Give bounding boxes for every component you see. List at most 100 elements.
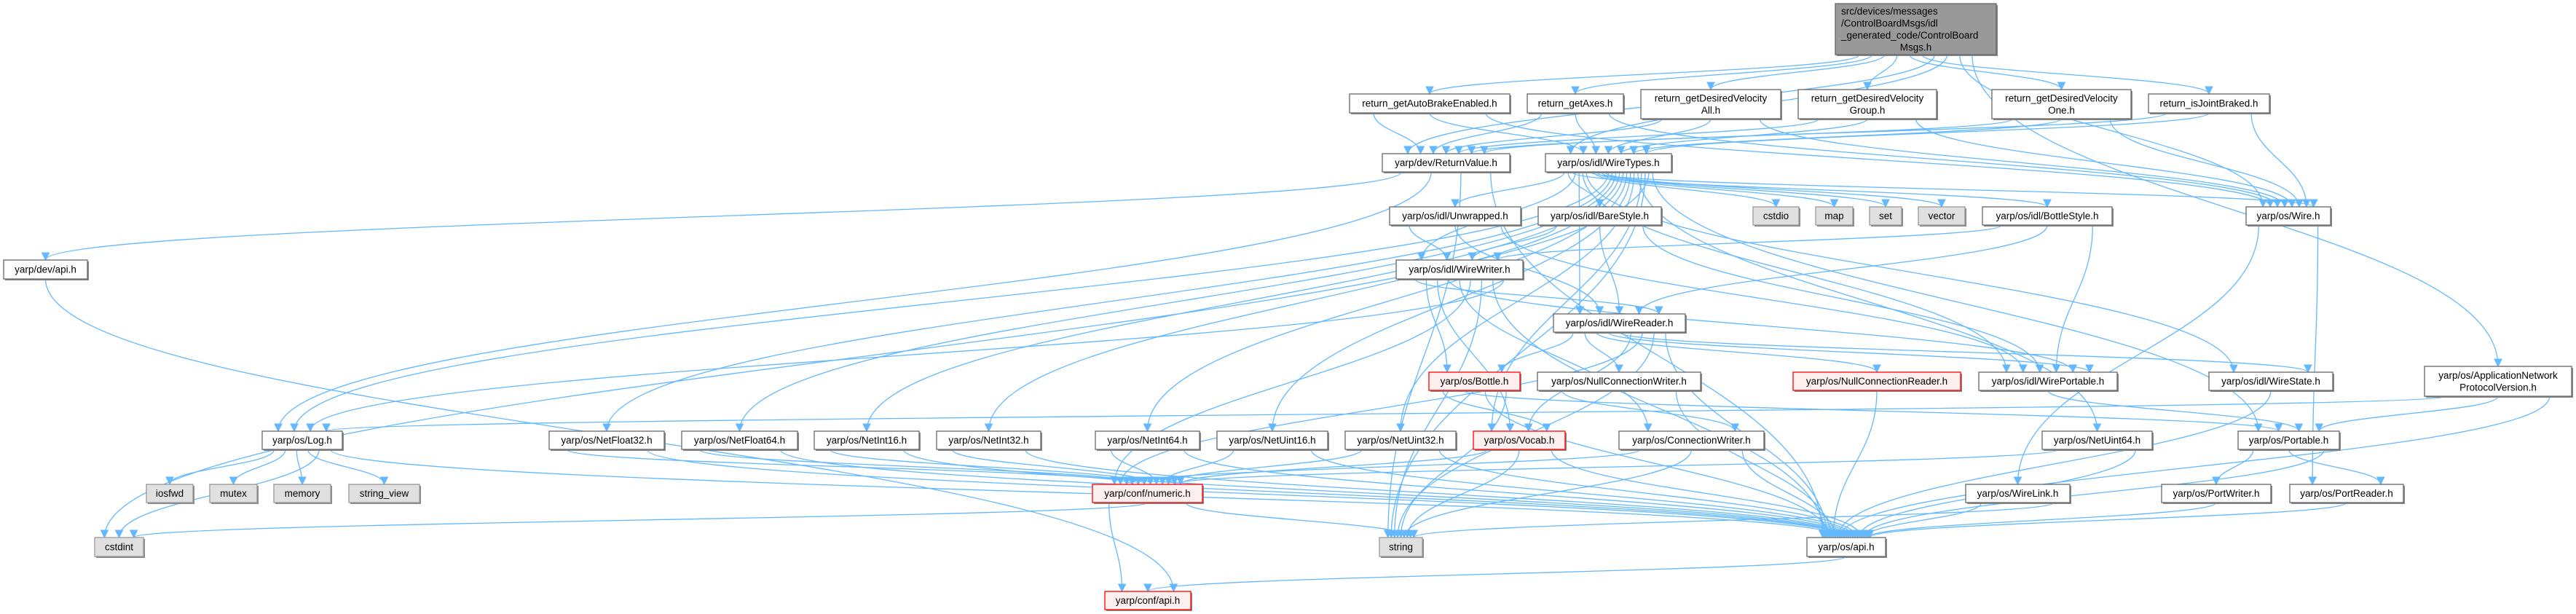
node-osapi[interactable]: yarp/os/api.h: [1806, 537, 1887, 558]
node-root[interactable]: src/devices/messages/ControlBoardMsgs/id…: [1835, 3, 1998, 56]
dependency-edge-netint64-to-osapi: [1183, 449, 1857, 539]
node-confapi[interactable]: yarp/conf/api.h: [1104, 591, 1192, 611]
node-box: [261, 430, 343, 450]
node-connwriter[interactable]: yarp/os/ConnectionWriter.h: [1618, 430, 1765, 451]
node-iosfwd: iosfwd: [146, 484, 194, 504]
dependency-edge-returnvalue-to-string: [1383, 171, 1462, 539]
node-label: string: [1389, 542, 1413, 553]
node-devapi[interactable]: yarp/dev/api.h: [3, 259, 89, 280]
node-netfloat64[interactable]: yarp/os/NetFloat64.h: [681, 430, 799, 451]
node-box: [2245, 206, 2331, 226]
node-returnvalue[interactable]: yarp/dev/ReturnValue.h: [1382, 153, 1511, 173]
node-box: [94, 537, 144, 557]
node-wirewriter[interactable]: yarp/os/idl/WireWriter.h: [1395, 259, 1524, 280]
node-barestyle[interactable]: yarp/os/idl/BareStyle.h: [1537, 206, 1663, 227]
node-netfloat32[interactable]: yarp/os/NetFloat32.h: [548, 430, 666, 451]
dependency-edge-netint16-to-numeric: [829, 449, 1149, 486]
dependency-edge-returnvalue-to-log: [274, 171, 1432, 433]
node-numeric[interactable]: yarp/conf/numeric.h: [1092, 484, 1204, 504]
dependency-edge-barestyle-to-wirereader: [1599, 224, 1624, 315]
node-vector: vector: [1918, 206, 1966, 227]
node-label: All.h: [1701, 105, 1720, 116]
node-unwrapped[interactable]: yarp/os/idl/Unwrapped.h: [1389, 206, 1522, 227]
node-label: yarp/os/Vocab.h: [1484, 435, 1555, 446]
node-label: cstdio: [1763, 210, 1789, 221]
node-label: Msgs.h: [1900, 42, 1932, 52]
node-netint16[interactable]: yarp/os/NetInt16.h: [814, 430, 921, 451]
node-label: yarp/os/NetInt64.h: [1107, 435, 1187, 446]
node-label: src/devices/messages: [1841, 6, 1938, 17]
node-label: vector: [1929, 210, 1955, 221]
node-label: /ControlBoardMsgs/idl: [1841, 17, 1938, 28]
node-box: [1991, 89, 2132, 119]
node-box: [2424, 366, 2572, 397]
node-label: yarp/os/NetUint64.h: [2054, 435, 2140, 446]
node-box: [681, 430, 798, 450]
node-label: string_view: [360, 488, 409, 499]
node-box: [1545, 153, 1672, 173]
node-portable[interactable]: yarp/os/Portable.h: [2237, 430, 2341, 451]
node-box: [1835, 3, 1997, 55]
node-netuint64[interactable]: yarp/os/NetUint64.h: [2041, 430, 2154, 451]
node-wiretypes[interactable]: yarp/os/idl/WireTypes.h: [1545, 153, 1673, 173]
node-label: yarp/os/Bottle.h: [1441, 376, 1509, 387]
node-cstdio: cstdio: [1752, 206, 1800, 227]
node-wirestate[interactable]: yarp/os/idl/WireState.h: [2208, 371, 2334, 392]
node-getaxes[interactable]: return_getAxes.h: [1527, 93, 1625, 114]
node-label: yarp/os/idl/Unwrapped.h: [1402, 210, 1508, 221]
node-label: yarp/os/idl/BottleStyle.h: [1996, 210, 2098, 221]
node-wirelink[interactable]: yarp/os/WireLink.h: [1965, 484, 2071, 504]
node-label: return_getDesiredVelocity: [2005, 93, 2118, 103]
node-autobrake[interactable]: return_getAutoBrakeEnabled.h: [1349, 93, 1511, 114]
dependency-edge-barestyle-to-wireportable: [1642, 224, 2044, 374]
dependency-edge-wiretypes-to-cstdint: [100, 171, 1650, 539]
node-box: [936, 430, 1041, 450]
node-appnet[interactable]: yarp/os/ApplicationNetworkProtocolVersio…: [2424, 366, 2573, 398]
node-mutex: mutex: [209, 484, 259, 504]
dependency-edge-wiretypes-to-netint32: [984, 171, 1624, 433]
node-wire[interactable]: yarp/os/Wire.h: [2245, 206, 2332, 227]
node-netuint16[interactable]: yarp/os/NetUint16.h: [1216, 430, 1329, 451]
node-bottlestyle[interactable]: yarp/os/idl/BottleStyle.h: [1982, 206, 2114, 227]
node-vocab[interactable]: yarp/os/Vocab.h: [1473, 430, 1567, 451]
node-netint64[interactable]: yarp/os/NetInt64.h: [1095, 430, 1201, 451]
node-isjoint[interactable]: return_isJointBraked.h: [2148, 93, 2271, 114]
dependency-edge-wiretypes-to-wirestate: [1586, 171, 2238, 374]
node-portwriter[interactable]: yarp/os/PortWriter.h: [2161, 484, 2272, 504]
dependency-edge-log-to-string_view: [307, 449, 389, 486]
node-box: [1965, 484, 2071, 503]
dependency-edge-netfloat32-to-osapi: [646, 449, 1848, 539]
node-box: [1553, 313, 1686, 333]
node-label: return_getAxes.h: [1538, 98, 1613, 109]
node-label: return_getDesiredVelocity: [1811, 93, 1924, 103]
node-string: string: [1379, 537, 1424, 558]
node-label: yarp/os/api.h: [1818, 542, 1874, 553]
node-box: [1216, 430, 1328, 450]
node-box: [1104, 591, 1192, 610]
node-nullconnwriter[interactable]: yarp/os/NullConnectionWriter.h: [1537, 371, 1702, 392]
dependency-edge-root-to-dvgroup: [1863, 54, 1898, 91]
node-wirereader[interactable]: yarp/os/idl/WireReader.h: [1553, 313, 1687, 334]
node-bottle[interactable]: yarp/os/Bottle.h: [1428, 371, 1521, 392]
node-log[interactable]: yarp/os/Log.h: [261, 430, 344, 451]
node-label: yarp/os/PortReader.h: [2300, 488, 2393, 499]
dependency-edge-portwriter-to-osapi: [1863, 502, 2217, 539]
node-netint32[interactable]: yarp/os/NetInt32.h: [936, 430, 1042, 451]
node-wireportable[interactable]: yarp/os/idl/WirePortable.h: [1978, 371, 2119, 392]
node-portreader[interactable]: yarp/os/PortReader.h: [2289, 484, 2405, 504]
dependency-edge-wire-to-wirelink: [2013, 224, 2260, 486]
node-box: [2161, 484, 2272, 503]
dependency-edge-returnvalue-to-devapi: [42, 171, 1402, 261]
dependency-edge-netuint64-to-numeric: [1170, 449, 2060, 486]
dependency-edge-wirereader-to-wirestate: [1618, 331, 2312, 374]
dependency-edge-barestyle-to-wirewriter: [1468, 224, 1557, 261]
node-netuint32[interactable]: yarp/os/NetUint32.h: [1344, 430, 1457, 451]
node-box: [1918, 206, 1966, 226]
node-label: One.h: [2048, 105, 2075, 116]
node-nullconnreader[interactable]: yarp/os/NullConnectionReader.h: [1792, 371, 1962, 392]
dependency-edge-wiretypes-to-cstdio: [1593, 171, 1781, 208]
